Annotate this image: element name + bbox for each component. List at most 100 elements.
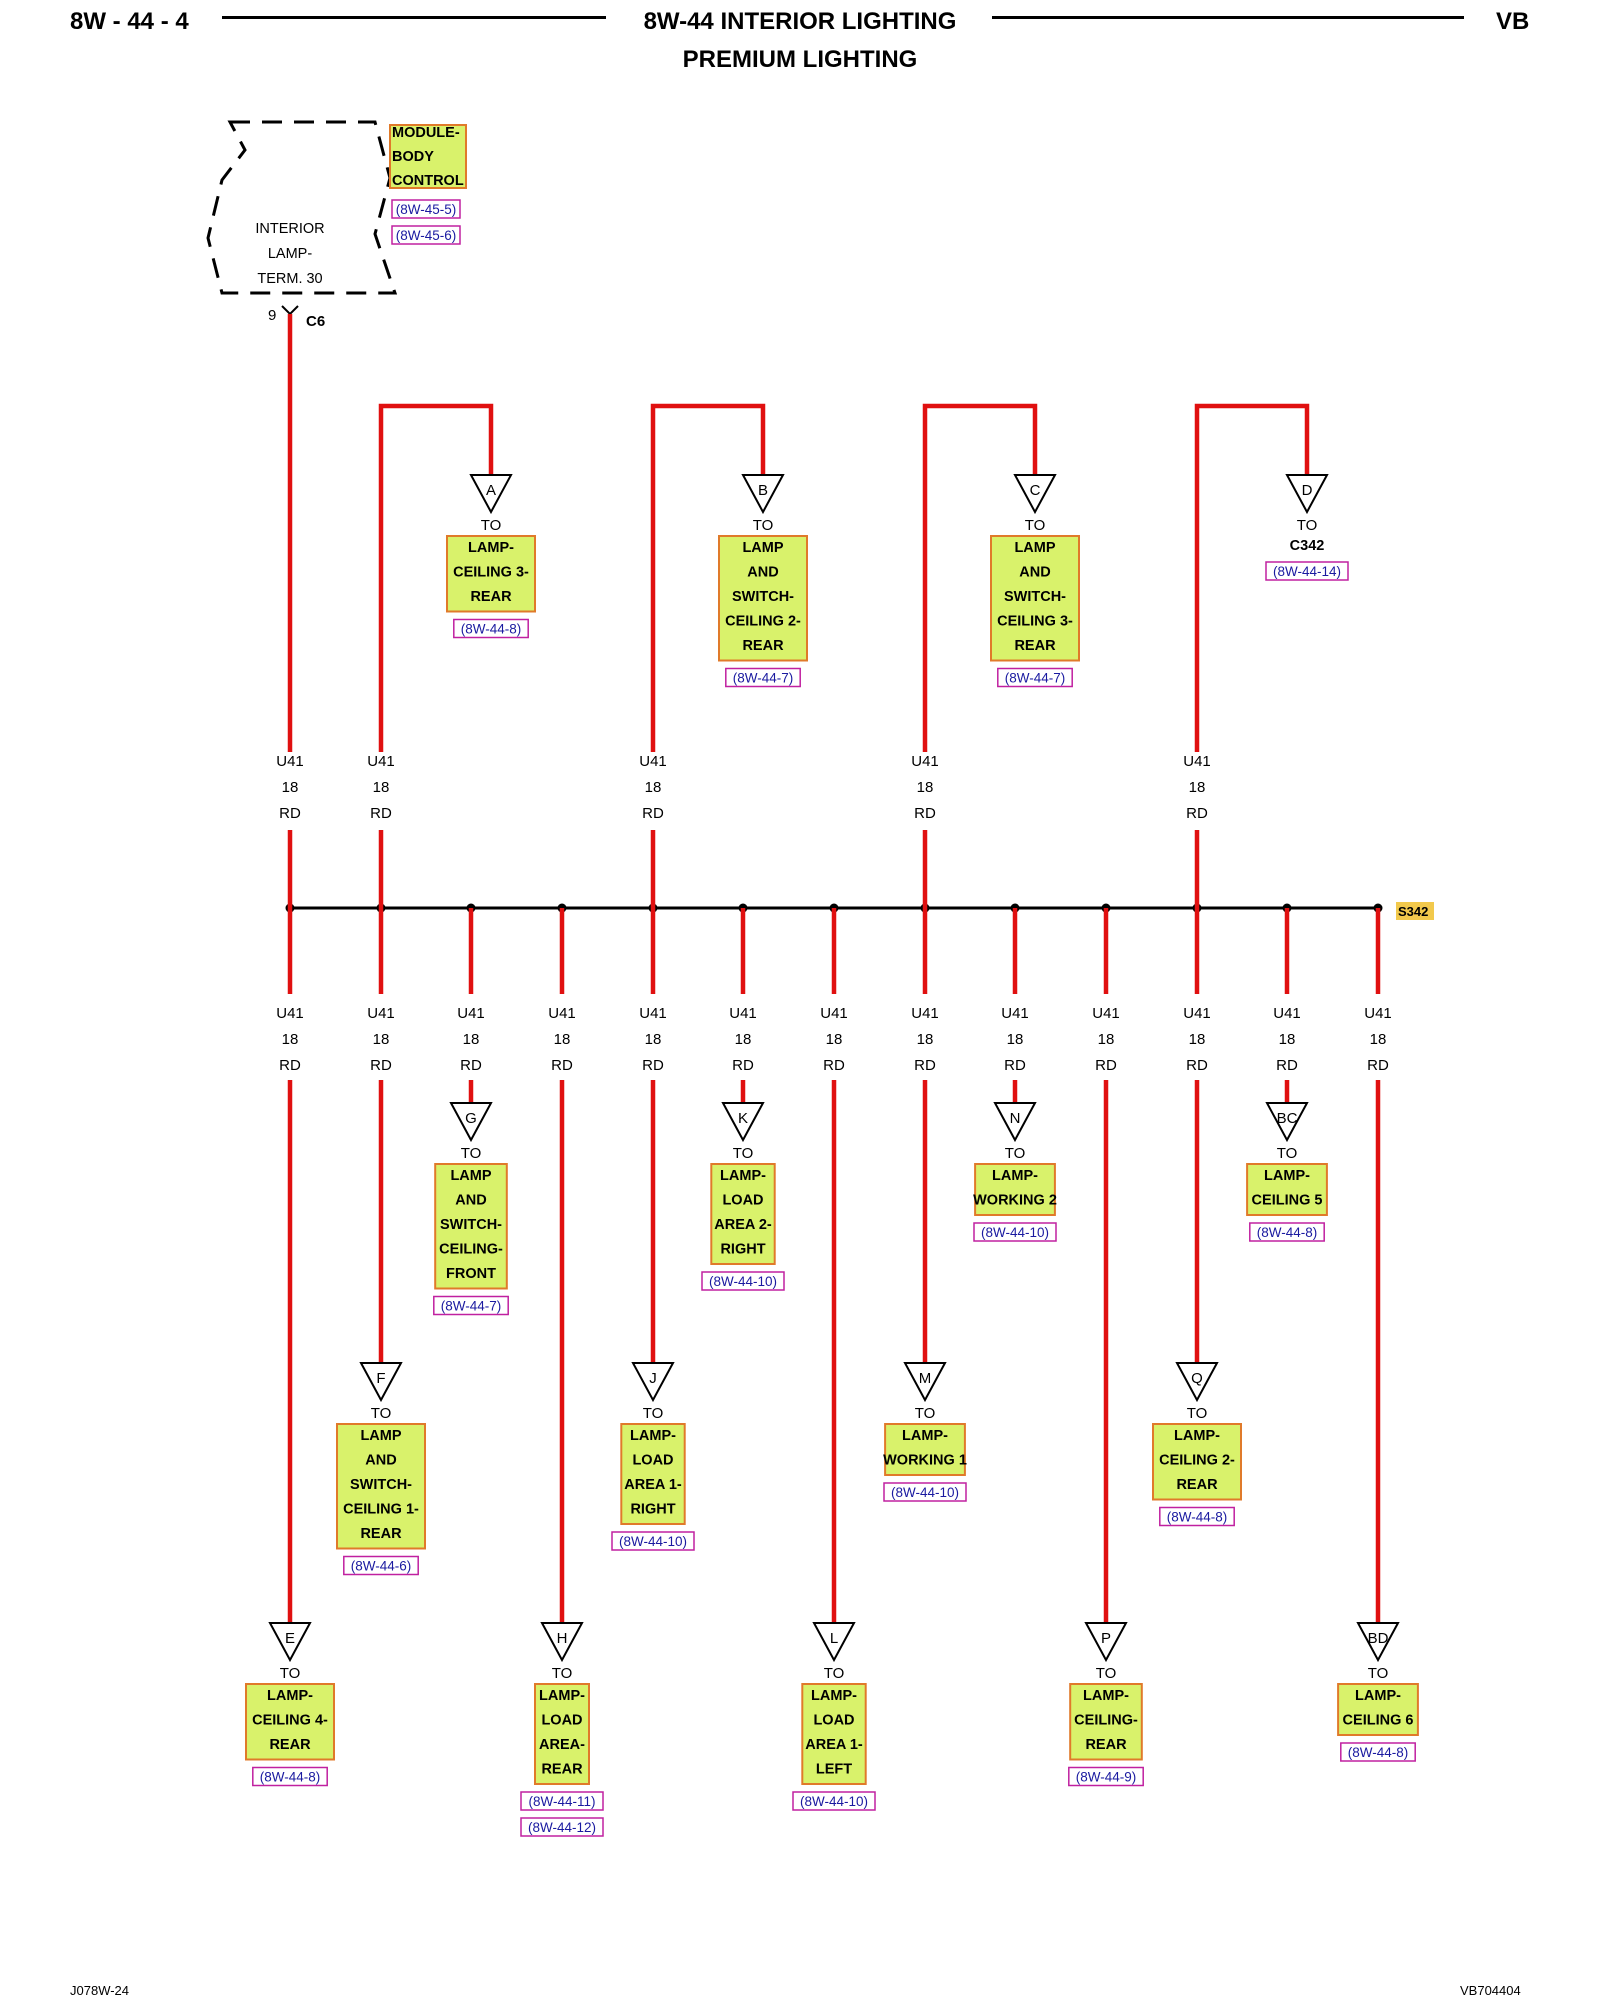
destination-line: CEILING 3- — [453, 565, 529, 581]
destination-line: CEILING 1- — [343, 1502, 419, 1518]
destination-line: SWITCH- — [440, 1217, 502, 1233]
to-label: TO — [1277, 1145, 1298, 1162]
splice-label: S342 — [1398, 904, 1428, 919]
connector-arrow-q — [1175, 1362, 1219, 1403]
to-label: TO — [461, 1145, 482, 1162]
wire-label-color: RD — [823, 1057, 845, 1074]
destination-line: REAR — [269, 1737, 311, 1753]
connector-letter: G — [465, 1110, 477, 1127]
destination-box — [620, 1423, 686, 1525]
wire-label-color: RD — [732, 1057, 754, 1074]
wire-label-circuit: U41 — [1092, 1005, 1120, 1022]
connector-arrow-m — [903, 1362, 947, 1403]
wire-label-circuit: U41 — [639, 1005, 667, 1022]
reference-text: (8W-44-7) — [733, 671, 794, 686]
destination-box — [336, 1423, 426, 1550]
reference-text: (8W-44-14) — [1273, 564, 1341, 579]
wire-label-gauge: 18 — [1098, 1031, 1115, 1048]
destination-line: REAR — [470, 589, 512, 605]
connector-arrow-k — [721, 1102, 765, 1143]
destination-label: C342 — [1290, 538, 1325, 554]
wire-label-gauge: 18 — [1189, 1031, 1206, 1048]
wire-label-color: RD — [279, 1057, 301, 1074]
destination-line: REAR — [541, 1762, 583, 1778]
branch-wire-b — [650, 403, 766, 752]
wire-label-gauge: 18 — [1007, 1031, 1024, 1048]
reference-box — [1249, 1222, 1325, 1242]
destination-line: LOAD — [813, 1713, 854, 1729]
destination-box — [884, 1423, 966, 1476]
module-terminal-line-1: INTERIOR — [255, 221, 324, 237]
wire-label-circuit: U41 — [276, 1005, 304, 1022]
connector-letter: BD — [1368, 1630, 1389, 1647]
to-label: TO — [643, 1405, 664, 1422]
connector-letter: F — [376, 1370, 385, 1387]
module-pin-number: 9 — [268, 307, 276, 324]
destination-line: LAMP- — [1083, 1688, 1129, 1704]
wire-label-gauge: 18 — [373, 1031, 390, 1048]
destination-line: REAR — [1085, 1737, 1127, 1753]
destination-line: LAMP- — [992, 1168, 1038, 1184]
reference-text: (8W-44-10) — [891, 1485, 959, 1500]
wire-label-gauge: 18 — [373, 779, 390, 796]
wire-label-color: RD — [1004, 1057, 1026, 1074]
destination-line: LAMP- — [1174, 1428, 1220, 1444]
to-label: TO — [1025, 517, 1046, 534]
destination-box — [974, 1163, 1056, 1216]
reference-box — [1265, 561, 1349, 581]
to-label: TO — [733, 1145, 754, 1162]
wire-label-gauge: 18 — [282, 779, 299, 796]
wire-label-circuit: U41 — [911, 753, 939, 770]
wire-label-color: RD — [1276, 1057, 1298, 1074]
reference-text: (8W-44-12) — [528, 1820, 596, 1835]
wire-label-color: RD — [914, 805, 936, 822]
reference-box — [997, 667, 1073, 688]
destination-line: AREA 1- — [624, 1477, 682, 1493]
wire-label-color: RD — [1186, 1057, 1208, 1074]
connector-letter: H — [557, 1630, 568, 1647]
module-ref-box-1 — [391, 199, 461, 219]
wire-label-gauge: 18 — [917, 779, 934, 796]
reference-text: (8W-44-8) — [1167, 1510, 1228, 1525]
destination-line: LAMP- — [1355, 1688, 1401, 1704]
wire-label-circuit: U41 — [729, 1005, 757, 1022]
destination-box — [534, 1683, 590, 1785]
branch-wire-c — [922, 403, 1038, 752]
destination-box — [446, 535, 536, 613]
destination-line: LAMP- — [539, 1688, 585, 1704]
module-ref-2: (8W-45-6) — [396, 228, 457, 243]
wire-label-gauge: 18 — [282, 1031, 299, 1048]
connector-letter: K — [738, 1110, 748, 1127]
connector-letter: Q — [1191, 1370, 1203, 1387]
wire-label-gauge: 18 — [826, 1031, 843, 1048]
destination-line: AREA 2- — [714, 1217, 772, 1233]
reference-box — [1159, 1506, 1235, 1527]
wire-label-circuit: U41 — [1001, 1005, 1029, 1022]
wire-label-gauge: 18 — [645, 1031, 662, 1048]
module-terminal-line-3: TERM. 30 — [257, 271, 322, 287]
connector-arrow-n — [993, 1102, 1037, 1143]
connector-c6-symbol — [281, 305, 299, 316]
connector-letter: E — [285, 1630, 295, 1647]
connector-letter: N — [1010, 1110, 1021, 1127]
destination-line: CEILING 4- — [252, 1713, 328, 1729]
reference-box — [252, 1766, 328, 1787]
destination-line: LAMP- — [720, 1168, 766, 1184]
destination-line: AREA- — [539, 1737, 585, 1753]
wire-label-circuit: U41 — [820, 1005, 848, 1022]
body-control-module: INTERIOR LAMP- TERM. 30 MODULE- BODY CON… — [206, 120, 467, 330]
wire-label-gauge: 18 — [645, 779, 662, 796]
destination-box — [718, 535, 808, 662]
reference-box — [453, 618, 529, 639]
destination-line: LAMP — [742, 540, 783, 556]
wire-label-circuit: U41 — [1183, 753, 1211, 770]
reference-box — [1068, 1766, 1144, 1787]
destination-line: REAR — [1014, 638, 1056, 654]
wire-label-color: RD — [642, 1057, 664, 1074]
destination-line: AREA 1- — [805, 1737, 863, 1753]
reference-box — [1340, 1742, 1416, 1762]
module-ref-box-2 — [391, 225, 461, 245]
destination-line: WORKING 1 — [883, 1453, 967, 1469]
wire-label-gauge: 18 — [917, 1031, 934, 1048]
